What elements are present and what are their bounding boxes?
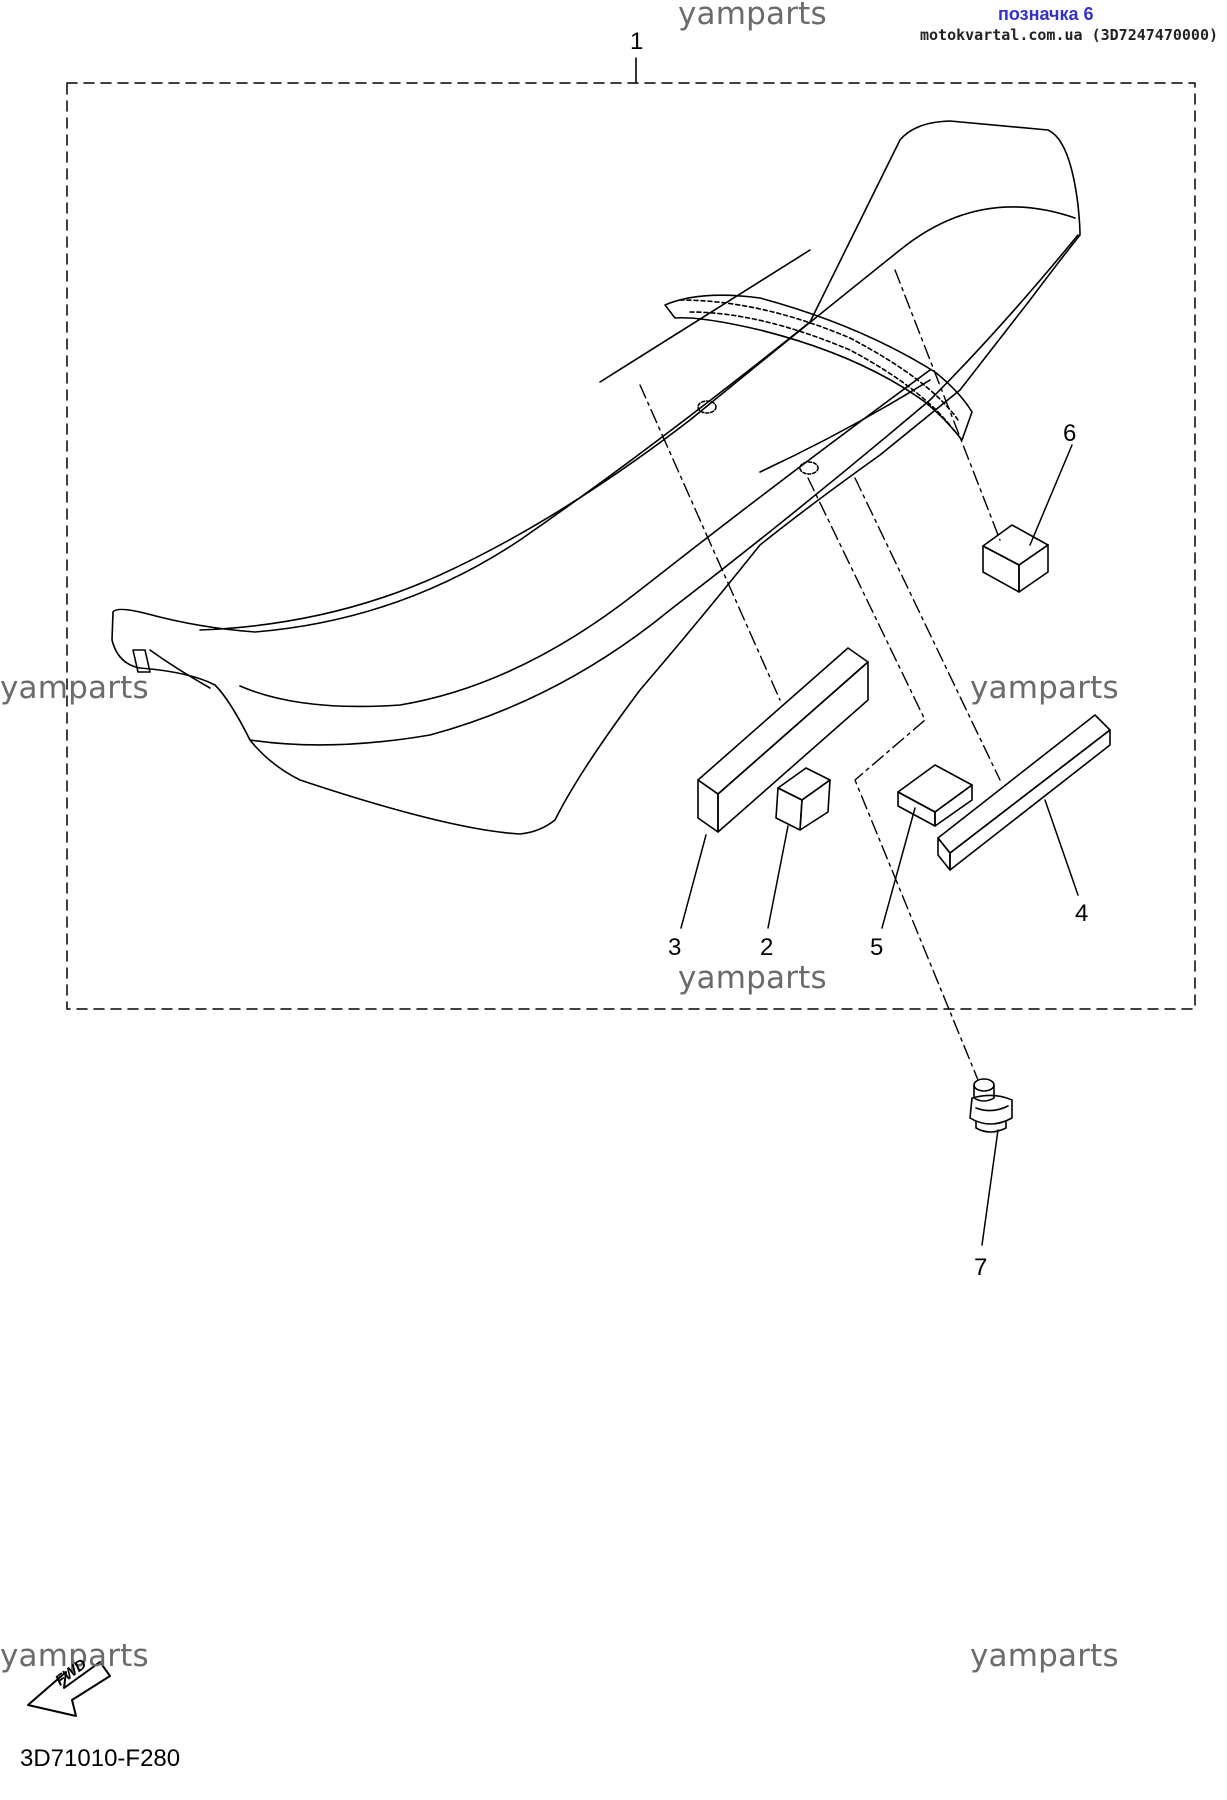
callout-3: 3 — [668, 934, 682, 961]
watermark-mid: yamparts — [678, 960, 827, 996]
seat-strap — [664, 294, 973, 441]
callout-4: 4 — [1075, 900, 1089, 927]
watermark-left: yamparts — [0, 670, 149, 706]
bolt-7 — [969, 1078, 1013, 1133]
leader-line-7 — [981, 1129, 999, 1246]
damper-6 — [982, 524, 1049, 593]
leader-line-5 — [881, 807, 916, 929]
callout-7: 7 — [974, 1254, 988, 1281]
assembly-boundary — [66, 82, 1196, 1010]
damper-3 — [697, 647, 869, 833]
centerline-7 — [807, 477, 979, 1081]
leader-line-2 — [767, 825, 789, 929]
watermark-top: yamparts — [678, 0, 827, 32]
damper-5 — [897, 764, 973, 827]
callout-1: 1 — [630, 28, 644, 55]
callout-2: 2 — [760, 934, 774, 961]
header-source: motokvartal.com.ua (3D7247470000) — [920, 26, 1219, 44]
watermark-bottom-left: yamparts — [0, 1638, 149, 1674]
centerline-4 — [854, 477, 1001, 781]
watermark-right: yamparts — [970, 670, 1119, 706]
seat-hole-front — [697, 400, 717, 414]
leader-line-3 — [680, 834, 707, 929]
centerline-6 — [894, 269, 1001, 541]
callout-6: 6 — [1063, 420, 1077, 447]
callout-5: 5 — [870, 934, 884, 961]
seat — [111, 120, 1081, 835]
diagram-code: 3D71010-F280 — [20, 1745, 181, 1772]
damper-2 — [775, 767, 831, 831]
centerline-3 — [639, 384, 781, 701]
damper-4 — [937, 714, 1111, 871]
leader-line-4 — [1044, 799, 1079, 896]
header-label: позначка 6 — [998, 4, 1094, 24]
seat-hole-rear — [799, 461, 819, 475]
fwd-arrow-icon — [27, 1661, 111, 1717]
leader-line-6 — [1029, 444, 1073, 546]
watermark-bottom-right: yamparts — [970, 1638, 1119, 1674]
